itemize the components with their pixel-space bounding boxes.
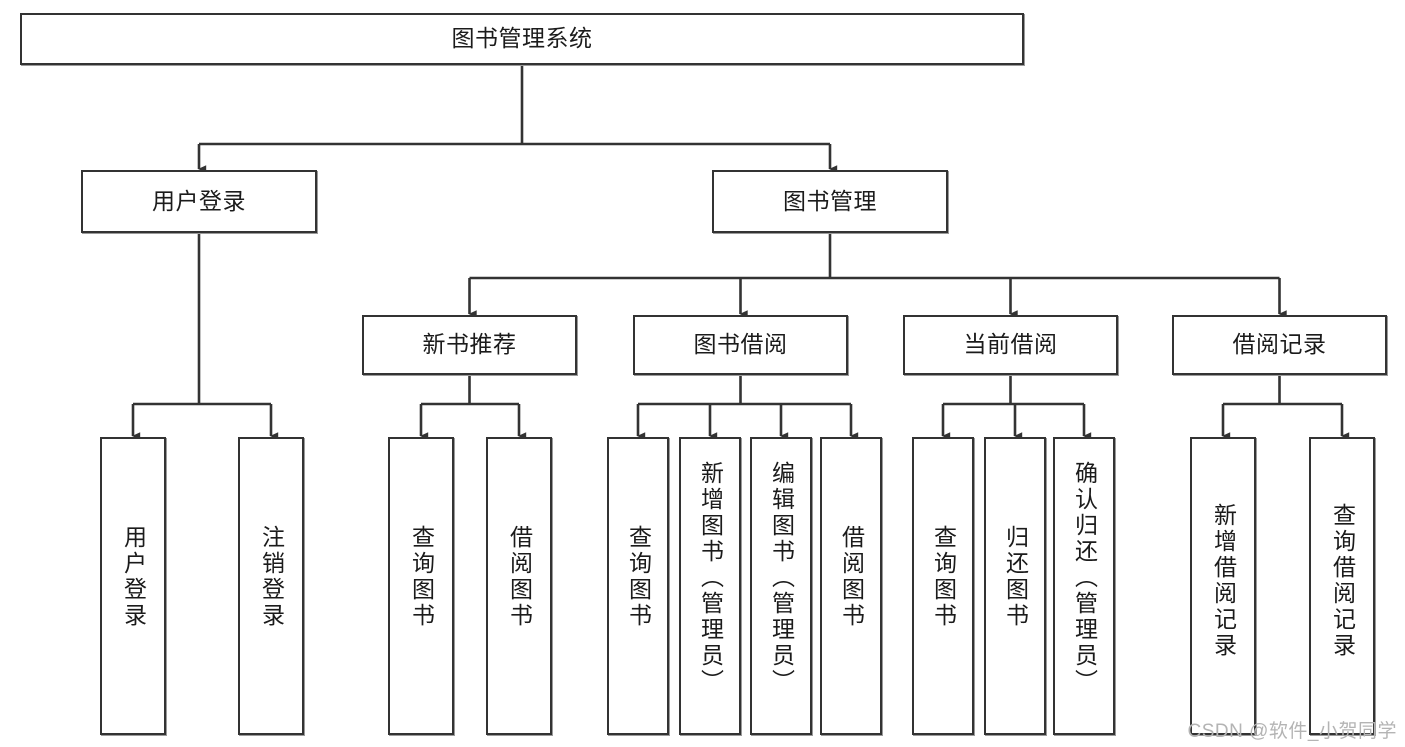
node-bookmgmt[interactable]: 图书管理 [712,170,948,233]
node-records[interactable]: 借阅记录 [1172,315,1387,375]
node-label-leaf-user-logout: 注销登录 [258,525,285,629]
node-leaf-bw-query[interactable]: 查询图书 [607,437,669,735]
node-label-leaf-cur-confirm: 确认归还（管理员） [1071,461,1098,695]
node-label-leaf-nb-query: 查询图书 [408,525,435,629]
node-newbook[interactable]: 新书推荐 [362,315,577,375]
node-label-leaf-bw-add: 新增图书（管理员） [697,461,724,695]
node-label-login: 用户登录 [152,187,246,214]
node-leaf-bw-edit[interactable]: 编辑图书（管理员） [750,437,812,735]
node-label-leaf-rec-add: 新增借阅记录 [1210,503,1237,659]
node-leaf-user-logout[interactable]: 注销登录 [238,437,304,735]
node-leaf-rec-query[interactable]: 查询借阅记录 [1309,437,1375,735]
node-login[interactable]: 用户登录 [81,170,317,233]
node-leaf-rec-add[interactable]: 新增借阅记录 [1190,437,1256,735]
node-label-bookmgmt: 图书管理 [783,187,877,214]
node-label-leaf-nb-borrow: 借阅图书 [506,525,533,629]
node-root[interactable]: 图书管理系统 [20,13,1024,65]
node-label-leaf-bw-edit: 编辑图书（管理员） [768,461,795,695]
node-leaf-nb-query[interactable]: 查询图书 [388,437,454,735]
node-current[interactable]: 当前借阅 [903,315,1118,375]
node-label-borrow: 图书借阅 [693,331,788,358]
node-leaf-user-login[interactable]: 用户登录 [100,437,166,735]
watermark-text: CSDN @软件_小贺同学 [1187,721,1397,742]
node-label-current: 当前借阅 [963,331,1058,358]
node-leaf-cur-return[interactable]: 归还图书 [984,437,1046,735]
node-label-leaf-cur-query: 查询图书 [930,525,957,629]
node-label-leaf-user-login: 用户登录 [120,525,147,629]
node-label-leaf-bw-borrow: 借阅图书 [838,525,865,629]
node-label-newbook: 新书推荐 [422,331,517,358]
node-label-records: 借阅记录 [1232,331,1327,358]
node-leaf-bw-add[interactable]: 新增图书（管理员） [679,437,741,735]
edge-group [131,65,1350,440]
node-leaf-bw-borrow[interactable]: 借阅图书 [820,437,882,735]
node-label-leaf-bw-query: 查询图书 [625,525,652,629]
node-borrow[interactable]: 图书借阅 [633,315,848,375]
node-label-leaf-rec-query: 查询借阅记录 [1329,503,1356,659]
node-label-root: 图书管理系统 [451,25,593,52]
node-leaf-cur-confirm[interactable]: 确认归还（管理员） [1053,437,1115,735]
node-leaf-cur-query[interactable]: 查询图书 [912,437,974,735]
node-label-leaf-cur-return: 归还图书 [1002,525,1029,629]
node-leaf-nb-borrow[interactable]: 借阅图书 [486,437,552,735]
